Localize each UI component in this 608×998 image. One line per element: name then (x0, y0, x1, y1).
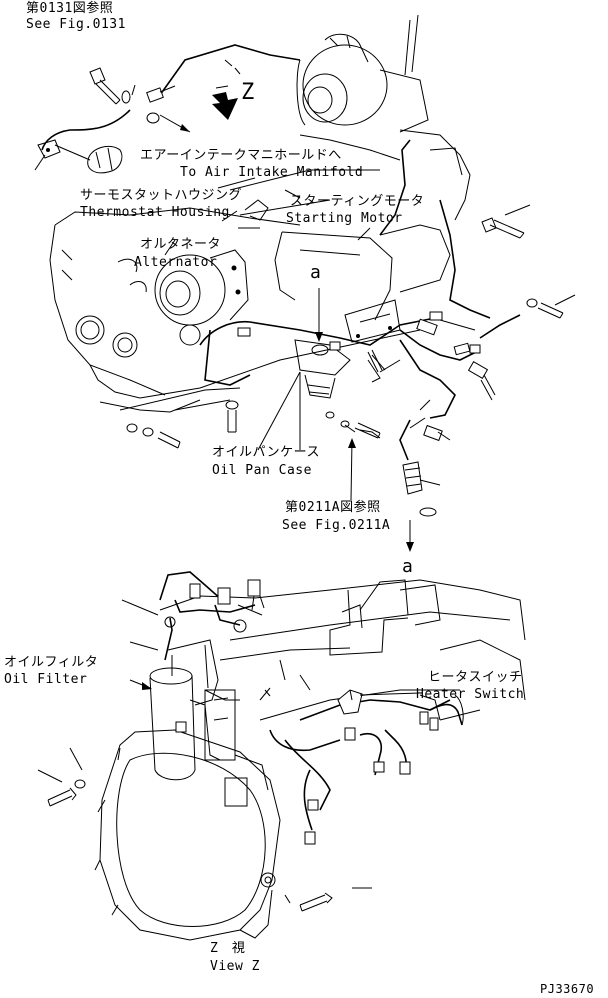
thermostat-housing-bracket (244, 199, 269, 221)
leader-lines-lower (121, 599, 421, 889)
oil-pan-case (294, 339, 351, 399)
washer-icon (142, 427, 154, 437)
oil-pan-jp: オイルパンケース (212, 445, 321, 460)
washer-icon (526, 298, 538, 308)
engine-block (49, 129, 471, 413)
alternator-jp: オルタネータ (140, 237, 222, 252)
alternator-en: Alternator (134, 255, 218, 270)
washer-icon (126, 423, 138, 433)
sensor-icon (164, 616, 247, 633)
oil-filter-en: Oil Filter (4, 672, 88, 687)
washer-icon (325, 411, 335, 419)
oil-filter-jp: オイルフィルタ (4, 655, 99, 670)
connector-icon (419, 711, 439, 731)
sensor-icon (423, 424, 451, 442)
washer-icon (121, 90, 131, 104)
bolt-group-top-left (34, 67, 191, 171)
bolt-icon (481, 217, 525, 239)
thermostat-en: Thermostat Housing (80, 205, 230, 220)
starting-motor-jp: スターティングモータ (290, 194, 425, 209)
connector-icon (453, 342, 471, 356)
bolt-icon (47, 787, 77, 807)
bolt-icon (157, 431, 181, 449)
drawing-code: PJ33670 (540, 982, 595, 996)
lower-view-z (37, 571, 526, 941)
starting-motor-en: Starting Motor (286, 211, 403, 226)
flywheel-housing (94, 729, 281, 941)
turbocharger (296, 14, 429, 133)
arrow-z-label: Z (241, 80, 255, 105)
leader-lines-upper (164, 177, 371, 501)
connector-icon (175, 721, 187, 733)
washer-icon (340, 420, 350, 428)
bolt-icon (299, 892, 333, 912)
ref-0211a-jp: 第0211A図参照 (285, 500, 381, 515)
oil-filter (149, 639, 236, 781)
wiring-harness-upper (159, 44, 521, 461)
bolt-icon (89, 67, 121, 105)
callout-a-top: a (310, 262, 322, 283)
bolt-icon (537, 302, 564, 319)
washer-icon (74, 779, 86, 789)
bolt-icon (367, 349, 383, 373)
oil-pan-en: Oil Pan Case (212, 463, 312, 478)
callout-a-arrow (406, 520, 414, 552)
view-z-jp: Z 視 (210, 941, 246, 956)
view-z-en: View Z (210, 959, 260, 974)
callout-a-bottom: a (402, 556, 414, 577)
sensor-cluster-right (344, 318, 496, 517)
connector-icon (189, 579, 265, 611)
heater-switch-jp: ヒータスイッチ (428, 670, 523, 685)
connector-icon (146, 85, 176, 103)
arrow-z-icon (212, 85, 238, 120)
bolt-group-lower (37, 747, 333, 912)
bolt-group-right (481, 204, 576, 319)
bolt-group-bottom-left (126, 349, 383, 449)
ref-0211a-en: See Fig.0211A (282, 518, 391, 533)
ref-0131-en: See Fig.0131 (26, 17, 126, 32)
sensor-icon (304, 727, 411, 845)
sensor-icon (402, 461, 441, 495)
thermostat-jp: サーモスタットハウジング (80, 188, 243, 203)
ref-0131-jp: 第0131図参照 (26, 1, 114, 16)
heater-switch (337, 689, 464, 731)
wiring-harness-lower (159, 571, 463, 845)
alternator (154, 249, 249, 326)
air-intake-en: To Air Intake Manifold (180, 165, 364, 180)
sensor-icon (467, 360, 496, 401)
upper-engine-view (34, 14, 576, 517)
bolt-icon (354, 422, 381, 439)
sensor-icon (37, 139, 61, 159)
heater-switch-en: Heater Switch (416, 687, 525, 702)
sensor-icon (416, 318, 438, 336)
air-intake-cap (87, 145, 123, 174)
air-intake-jp: エアーインテークマニホールドへ (140, 148, 342, 163)
